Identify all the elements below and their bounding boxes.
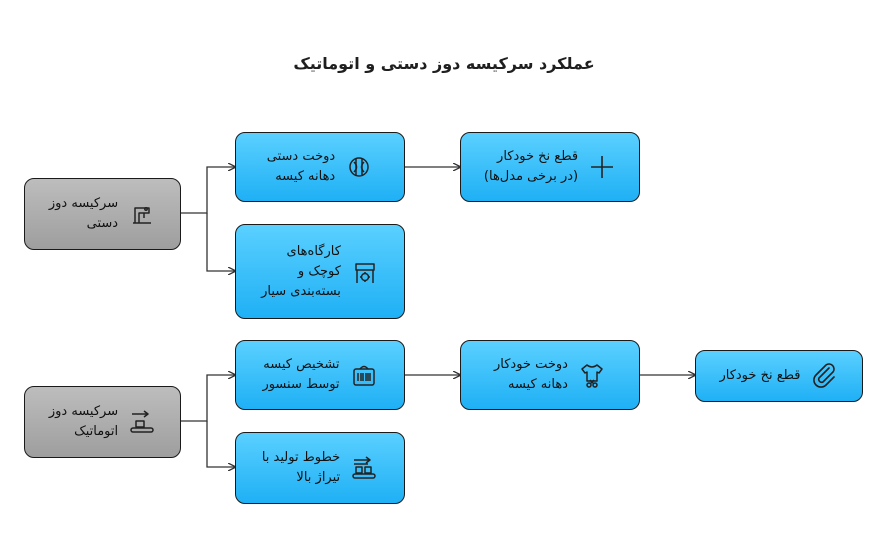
barcode-bag-icon xyxy=(350,361,378,389)
plus-icon xyxy=(588,153,616,181)
node-auto-closer: سرکیسه دوز اتوماتیک xyxy=(24,386,181,458)
node-manual-shops-label: کارگاه‌های کوچک و بسته‌بندی سیار xyxy=(261,243,341,299)
node-manual-sew-label: دوخت دستی دهانه کیسه xyxy=(266,149,336,184)
node-manual-sew: دوخت دستی دهانه کیسه xyxy=(235,132,405,202)
node-auto-cut: قطع نخ خودکار xyxy=(695,350,863,402)
node-auto-sew-label: دوخت خودکار دهانه کیسه xyxy=(494,357,568,392)
node-manual-closer: سرکیسه دوز دستی xyxy=(24,178,181,250)
packaging-station-icon xyxy=(351,258,379,286)
edge-manual-to-manual-sew xyxy=(181,167,235,214)
node-manual-closer-label: سرکیسه دوز دستی xyxy=(48,196,119,231)
node-auto-detect: تشخیص کیسه توسط سنسور xyxy=(235,340,405,410)
node-auto-sew: دوخت خودکار دهانه کیسه xyxy=(460,340,640,410)
node-manual-shops: کارگاه‌های کوچک و بسته‌بندی سیار xyxy=(235,224,405,319)
node-manual-cut-label: قطع نخ خودکار (در برخی مدل‌ها) xyxy=(483,149,579,184)
edge-manual-to-manual-shops xyxy=(206,213,235,271)
conveyor-icon xyxy=(350,454,378,482)
node-auto-cut-label: قطع نخ خودکار xyxy=(719,368,801,383)
edge-auto-to-auto-detect xyxy=(181,375,235,422)
node-auto-lines: خطوط تولید با تیراژ بالا xyxy=(235,432,405,504)
node-auto-lines-label: خطوط تولید با تیراژ بالا xyxy=(261,450,341,485)
node-auto-closer-label: سرکیسه دوز اتوماتیک xyxy=(48,404,119,439)
thread-spool-icon xyxy=(345,153,373,181)
edge-auto-to-auto-lines xyxy=(206,421,235,467)
diagram-title: عملکرد سرکیسه دوز دستی و اتوماتیک xyxy=(293,54,595,73)
shirt-scissors-icon xyxy=(578,361,606,389)
node-manual-cut: قطع نخ خودکار (در برخی مدل‌ها) xyxy=(460,132,640,202)
node-auto-detect-label: تشخیص کیسه توسط سنسور xyxy=(262,357,340,392)
paperclip-icon xyxy=(811,362,839,390)
conveyor-icon xyxy=(128,408,156,436)
sewing-machine-icon xyxy=(128,200,156,228)
